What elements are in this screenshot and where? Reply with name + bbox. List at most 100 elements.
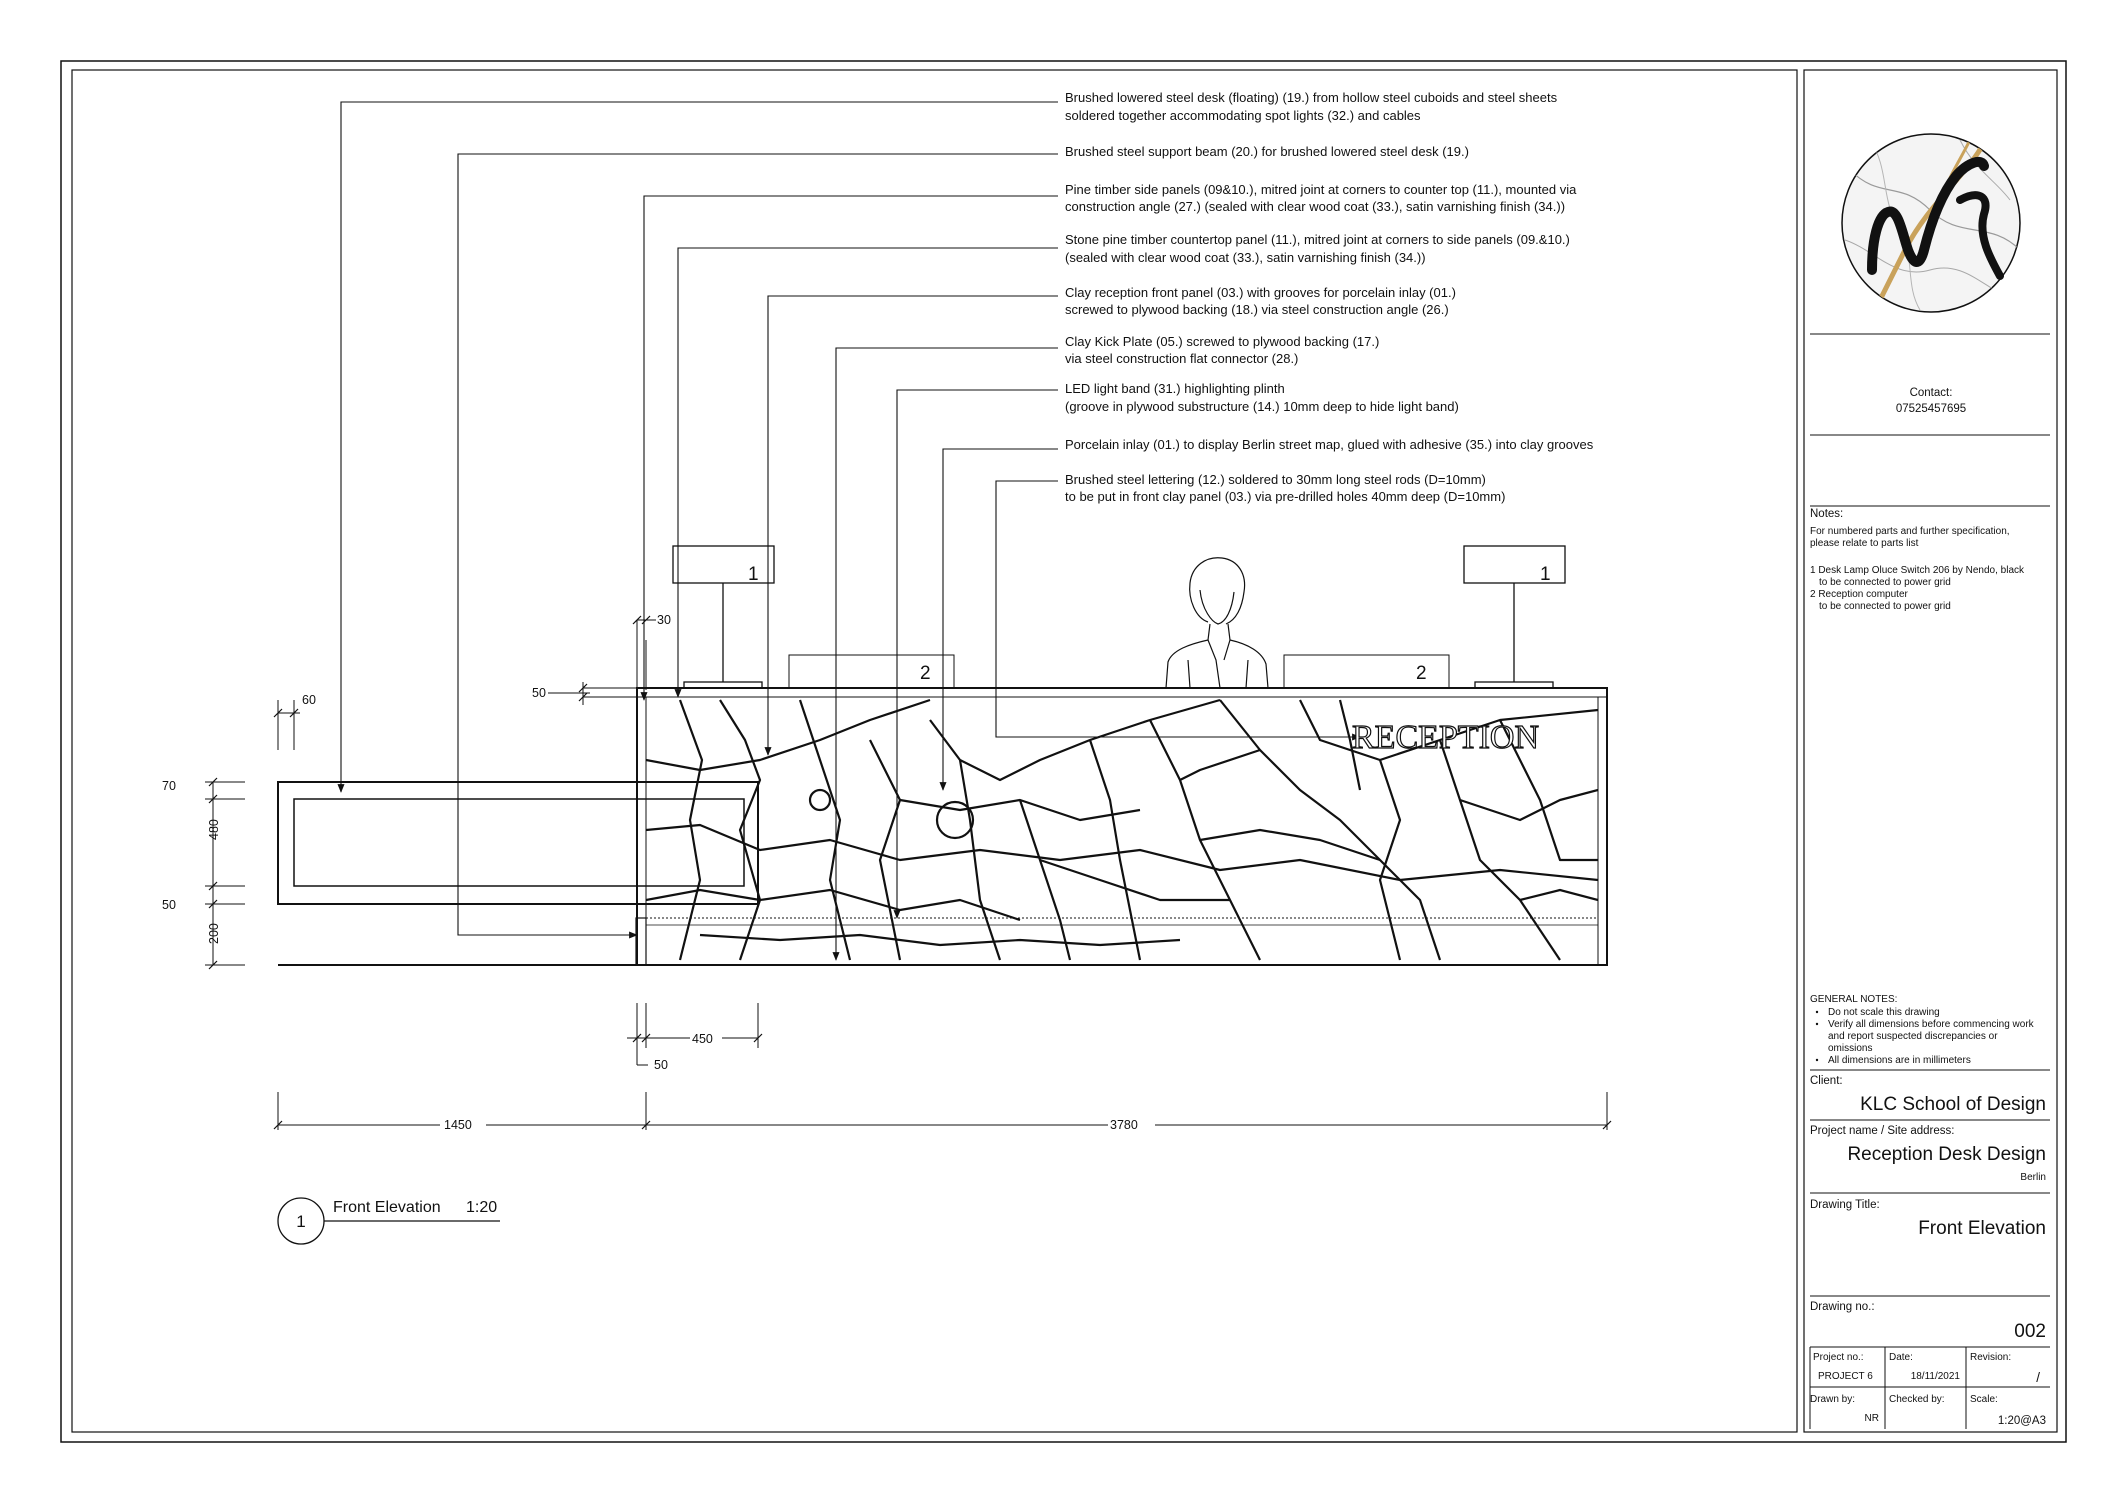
contact-phone: 07525457695 (1896, 403, 1966, 415)
desk-lamp-right-base (1474, 681, 1554, 689)
dim-50-low: 50 (654, 1058, 668, 1072)
leader-support-beam (457, 153, 1058, 939)
drawn-by: NR (1865, 1413, 1879, 1424)
note-1a: 1 Desk Lamp Oluce Switch 206 by Nendo, b… (1810, 565, 2025, 576)
lowered-steel-desk (277, 781, 759, 905)
annotation-3-line1: Pine timber side panels (09&10.), mitred… (1065, 182, 1577, 197)
leader-lines (337, 101, 1361, 961)
dim-50-top: 50 (532, 686, 546, 700)
dim-480: 480 (207, 819, 221, 840)
berlin-street-map-inlay (646, 698, 1598, 961)
project-name: Reception Desk Design (1847, 1144, 2046, 1165)
scale-value: 1:20@A3 (1998, 1415, 2046, 1427)
desk-lamp-left-base (683, 681, 763, 689)
title-block: Contact: 07525457695 Notes: For numbered… (1809, 133, 2050, 1429)
leader-kick-plate (832, 347, 1058, 961)
desk-lamp-left-shade (672, 545, 775, 584)
project-no: PROJECT 6 (1818, 1371, 1873, 1382)
project-no-label: Project no.: (1813, 1352, 1864, 1363)
leader-front-panel (764, 295, 1058, 756)
drawing-title: Front Elevation (1918, 1218, 2046, 1239)
annotation-5-line2: screwed to plywood backing (18.) via ste… (1065, 302, 1449, 317)
lamp-tag-right: 1 (1540, 564, 1551, 585)
notes-intro-2: please relate to parts list (1810, 538, 1919, 549)
annotation-2-line1: Brushed steel support beam (20.) for bru… (1065, 144, 1469, 159)
contact-label: Contact: (1910, 387, 1953, 399)
view-scale: 1:20 (466, 1199, 497, 1216)
drawn-by-label: Drawn by: (1810, 1394, 1855, 1405)
drawing-frame (71, 69, 1798, 1433)
component-tags: 1 1 2 2 (748, 564, 1551, 684)
dim-3780: 3780 (1110, 1118, 1138, 1132)
drawing-title-label: Drawing Title: (1810, 1199, 1880, 1211)
brand-logo (1841, 133, 2021, 313)
annotation-1-line1: Brushed lowered steel desk (floating) (1… (1065, 90, 1558, 105)
computer-tag-left: 2 (920, 663, 931, 684)
leader-led-band (893, 389, 1058, 919)
leader-steel-desk (337, 101, 1058, 793)
dim-50-mid: 50 (162, 898, 176, 912)
date-value: 18/11/2021 (1911, 1371, 1961, 1382)
front-elevation (277, 545, 1608, 966)
desk-front-panel (636, 687, 1608, 966)
annotation-6-line1: Clay Kick Plate (05.) screwed to plywood… (1065, 334, 1379, 349)
client-name: KLC School of Design (1860, 1094, 2046, 1115)
reception-computer-left (788, 654, 955, 689)
annotation-3-line2: construction angle (27.) (sealed with cl… (1065, 199, 1565, 214)
receptionist-figure (1165, 557, 1269, 689)
leader-lettering (995, 480, 1361, 741)
dim-200: 200 (207, 923, 221, 944)
annotation-6-line2: via steel construction flat connector (2… (1065, 351, 1298, 366)
dimension-lines (205, 619, 1608, 1130)
notes-intro-1: For numbered parts and further specifica… (1810, 526, 2010, 537)
annotation-9-line1: Brushed steel lettering (12.) soldered t… (1065, 472, 1486, 487)
note-1b: to be connected to power grid (1819, 577, 1951, 588)
general-note-3: and report suspected discrepancies or (1828, 1031, 1998, 1042)
revision-value: / (2036, 1370, 2040, 1385)
computer-tag-right: 2 (1416, 663, 1427, 684)
lamp-tag-left: 1 (748, 564, 759, 585)
view-number: 1 (296, 1212, 305, 1231)
dim-450: 450 (692, 1032, 713, 1046)
leader-porcelain-inlay (939, 448, 1058, 791)
view-label: 1 Front Elevation 1:20 (277, 1197, 500, 1245)
view-title: Front Elevation (333, 1199, 441, 1216)
dim-60: 60 (302, 693, 316, 707)
drawing-no: 002 (2014, 1321, 2046, 1342)
dimension-ticks (208, 615, 1612, 1130)
note-2a: 2 Reception computer (1810, 589, 1909, 600)
general-note-5: All dimensions are in millimeters (1828, 1055, 1971, 1066)
annotation-1-line2: soldered together accommodating spot lig… (1065, 108, 1421, 123)
annotation-5-line1: Clay reception front panel (03.) with gr… (1065, 285, 1456, 300)
dim-70: 70 (162, 779, 176, 793)
general-note-4: omissions (1828, 1043, 1872, 1054)
general-note-2: Verify all dimensions before commencing … (1828, 1019, 2035, 1030)
client-label: Client: (1810, 1075, 1843, 1087)
reception-lettering: RECEPTION (1352, 719, 1539, 756)
reception-computer-right (1283, 654, 1450, 689)
annotation-list: Brushed lowered steel desk (floating) (1… (1065, 90, 1594, 504)
note-2b: to be connected to power grid (1819, 601, 1951, 612)
dimension-values: 30 50 60 70 480 50 200 450 50 1450 3780 (162, 613, 1138, 1132)
annotation-9-line2: to be put in front clay panel (03.) via … (1065, 489, 1505, 504)
notes-title: Notes: (1810, 508, 1843, 520)
date-label: Date: (1889, 1352, 1913, 1363)
title-block-frame (1803, 69, 2058, 1433)
revision-label: Revision: (1970, 1352, 2011, 1363)
general-note-1: Do not scale this drawing (1828, 1007, 1940, 1018)
dim-30: 30 (657, 613, 671, 627)
outer-border (60, 60, 2067, 1443)
annotation-7-line2: (groove in plywood substructure (14.) 10… (1065, 399, 1459, 414)
checked-by-label: Checked by: (1889, 1394, 1945, 1405)
annotation-4-line2: (sealed with clear wood coat (33.), sati… (1065, 250, 1426, 265)
project-label: Project name / Site address: (1810, 1125, 1954, 1137)
leader-countertop (674, 247, 1058, 698)
dim-1450: 1450 (444, 1118, 472, 1132)
site-address: Berlin (2020, 1172, 2046, 1183)
annotation-4-line1: Stone pine timber countertop panel (11.)… (1065, 232, 1570, 247)
leader-side-panels (640, 195, 1058, 701)
scale-label: Scale: (1970, 1394, 1998, 1405)
annotation-7-line1: LED light band (31.) highlighting plinth (1065, 381, 1285, 396)
drawing-no-label: Drawing no.: (1810, 1301, 1875, 1313)
